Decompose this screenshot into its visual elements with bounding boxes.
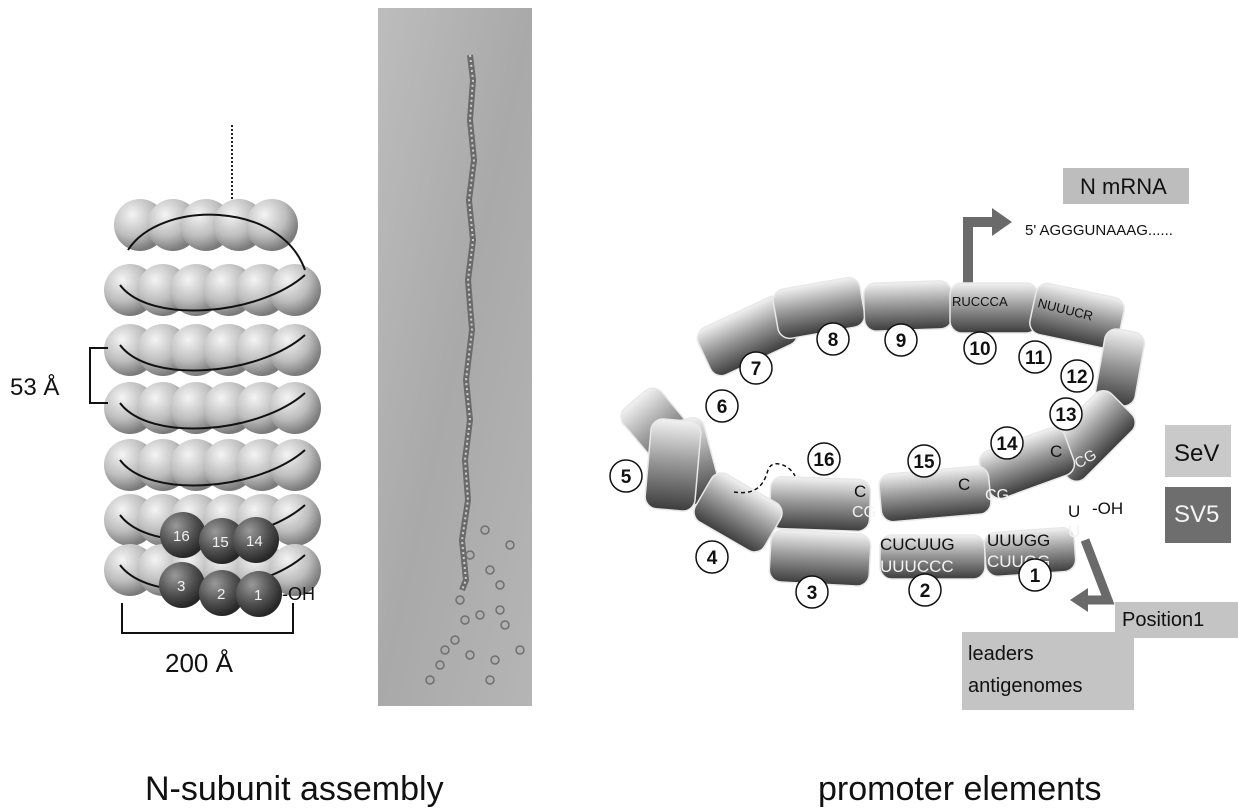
helix-model: 16 15 14 3 2 1 (104, 125, 321, 617)
subunit-number-label: 2 (920, 581, 931, 602)
helix-subunit (246, 199, 298, 251)
diameter-label: 200 Å (165, 648, 234, 678)
subunit-number-label: 14 (996, 434, 1018, 455)
cg-16: CG (852, 504, 876, 521)
seq-rucca: RUCCCA (952, 294, 1008, 309)
position-label: Position1 (1122, 609, 1204, 631)
dark-subunit-label: 1 (254, 587, 262, 604)
pitch-bracket: 53 Å (10, 348, 108, 403)
dark-subunit-label: 14 (246, 533, 263, 550)
em-micrograph (378, 8, 532, 706)
n-mrna-label: N mRNA (1080, 174, 1167, 199)
subunit-number-label: 9 (896, 331, 907, 352)
dark-subunit-label: 16 (173, 528, 190, 545)
cg-15: CG (985, 487, 1009, 504)
subunit-number-label: 15 (913, 452, 935, 473)
c-16: C (854, 482, 866, 501)
dark-subunit-label: 15 (212, 534, 229, 551)
u-top: U (1068, 502, 1080, 521)
leaders-label: leaders (968, 643, 1034, 665)
helix-oh-label: -OH (282, 584, 315, 604)
seq-uuuccc: UUUCCC (880, 557, 954, 576)
legend-sv5-label: SV5 (1174, 501, 1219, 528)
dark-subunit-label: 2 (217, 586, 225, 603)
mrna-sequence: 5' AGGGUNAAAG...... (1025, 222, 1173, 239)
subunit-number-label: 10 (969, 339, 990, 360)
dark-subunit-label: 3 (177, 578, 185, 595)
u-bottom: U (1068, 522, 1080, 541)
seq-cucuug: CUCUUG (880, 535, 955, 554)
pitch-label: 53 Å (10, 373, 59, 401)
subunit-number-label: 4 (707, 548, 718, 569)
c-15: C (958, 475, 970, 494)
ring-segment (863, 280, 953, 331)
helix-subunit (269, 439, 321, 491)
antigenomes-label: antigenomes (968, 675, 1083, 697)
ring-segment (644, 418, 702, 512)
ring-oh-label: -OH (1092, 499, 1123, 518)
seq-uuugg: UUUGG (987, 531, 1050, 550)
subunit-number-label: 11 (1025, 348, 1046, 369)
caption-left: N-subunit assembly (145, 770, 444, 808)
subunit-number-label: 1 (1030, 566, 1041, 587)
ring-segment (878, 465, 992, 522)
c-14: C (1050, 442, 1062, 461)
subunit-number-label: 13 (1055, 405, 1076, 426)
subunit-number-label: 7 (751, 359, 762, 380)
helix-subunit (269, 382, 321, 434)
caption-right: promoter elements (818, 770, 1101, 808)
legend: SeV SV5 (1165, 425, 1231, 543)
subunit-number-label: 16 (813, 450, 834, 471)
n-mrna-group: N mRNA 5' AGGGUNAAAG...... (968, 168, 1189, 283)
subunit-number-label: 6 (717, 397, 728, 418)
legend-sev-label: SeV (1174, 440, 1219, 467)
helix-subunit (269, 264, 321, 316)
subunit-number-label: 3 (807, 583, 818, 604)
helix-subunit (269, 324, 321, 376)
subunit-number-label: 12 (1066, 367, 1087, 388)
subunit-number-label: 5 (621, 467, 632, 488)
subunit-number-label: 8 (828, 330, 839, 351)
